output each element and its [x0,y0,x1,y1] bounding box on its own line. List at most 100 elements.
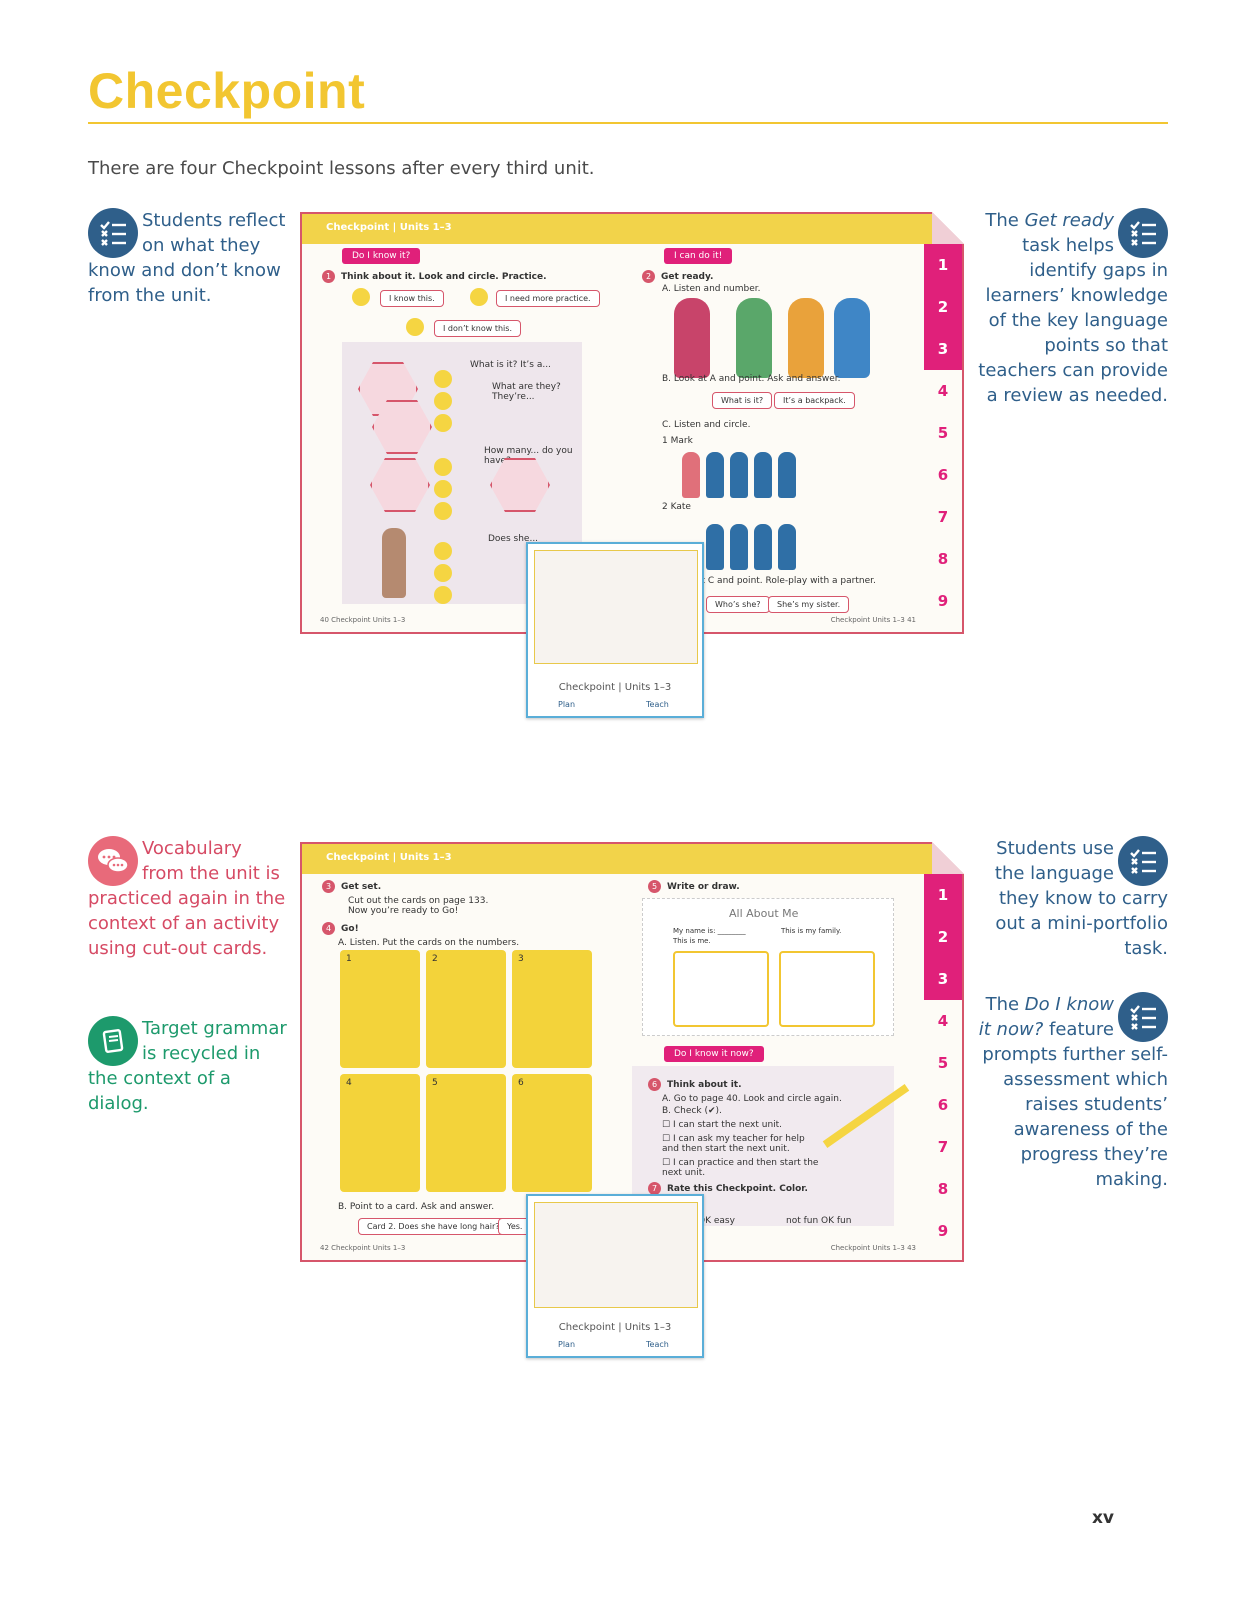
smiley-icon [434,564,452,582]
kid-picture [834,298,870,378]
check-item-2[interactable]: ☐ I can ask my teacher for help and then… [662,1134,805,1154]
card-slot-3: 3 [512,950,592,1068]
intro-text: There are four Checkpoint lessons after … [88,158,595,179]
put-cards-text: A. Listen. Put the cards on the numbers. [338,938,520,948]
band-label: Checkpoint | Units 1–3 [326,852,452,863]
footer-left: 42 Checkpoint Units 1–3 [320,1244,406,1252]
silhouette-picture [730,524,748,570]
card-slot-2: 2 [426,950,506,1068]
smiley-icon [434,414,452,432]
bubble-practice: I need more practice. [496,290,600,307]
my-family-label: This is my family. [781,927,842,935]
check-text: B. Check (✔). [662,1106,722,1116]
point-card-text: B. Point to a card. Ask and answer. [338,1202,495,1212]
smiley-icon [434,392,452,410]
tab-3: 3 [924,958,962,1000]
checklist-icon [88,208,138,258]
write-draw-text: Write or draw. [667,882,740,892]
bubble-backpack: It’s a backpack. [774,392,855,409]
plan-link[interactable]: Plan [558,700,576,709]
silhouette-picture [754,524,772,570]
person-picture [382,528,406,598]
teach-link[interactable]: Teach [646,1340,669,1349]
think-about-text: Think about it. [667,1080,742,1090]
note-portfolio: Students use the language they know to c… [968,836,1168,961]
smiley-icon [406,318,424,336]
kid-picture [736,298,772,378]
card-number: 1 [346,954,352,964]
card-number: 4 [346,1078,352,1088]
note-reflect: Students reflect on what they know and d… [88,208,288,308]
note-do-i-know-em: Do I know it now? [978,994,1114,1040]
tab-4: 4 [937,1012,949,1030]
check-item-1-label: I can start the next unit. [672,1120,783,1130]
tab-9: 9 [937,1222,949,1240]
check-item-1[interactable]: ☐ I can start the next unit. [662,1120,783,1130]
go-text: Go! [341,924,359,934]
tab-4: 4 [937,382,949,400]
this-is-me-label: This is me. [673,937,711,945]
footer-right: Checkpoint Units 1–3 41 [830,616,916,624]
task-1-text: Think about it. Look and circle. Practic… [341,272,547,282]
lesson-thumbnail-2[interactable]: Checkpoint | Units 1–3 Plan Teach [526,1194,704,1358]
smiley-icon [434,458,452,476]
tab-5: 5 [937,1054,949,1072]
teach-link[interactable]: Teach [646,700,669,709]
go-page-text: A. Go to page 40. Look and circle again. [662,1094,842,1104]
drawing-frame [779,951,875,1027]
title-rule [88,122,1168,124]
footer-left: 40 Checkpoint Units 1–3 [320,616,406,624]
note-grammar-text: Target grammar is recycled in the contex… [88,1018,287,1114]
smiley-icon [434,586,452,604]
tab-8: 8 [937,1180,949,1198]
tab-2: 2 [924,916,962,958]
note-reflect-text: Students reflect on what they know and d… [88,210,286,306]
drawing-frame [673,951,769,1027]
question-3: How many... do you have? [484,446,573,466]
note-vocabulary-text: Vocabulary from the unit is practiced ag… [88,838,286,959]
smiley-icon [434,542,452,560]
eraser-picture [372,400,432,454]
silhouette-picture [778,452,796,498]
rate-right-labels: not fun OK fun [786,1216,852,1226]
book-icon [88,1016,138,1066]
bubble-know: I know this. [380,290,444,307]
page-title: Checkpoint [88,63,366,119]
note-do-i-know: The Do I know it now? feature prompts fu… [968,992,1168,1192]
cut-out-text: Cut out the cards on page 133. Now you’r… [348,896,489,916]
portfolio-sheet: All About Me My name is: ________ This i… [642,898,894,1036]
kid-picture [788,298,824,378]
tab-6: 6 [937,1096,949,1114]
check-item-3-label: I can practice and then start the next u… [662,1158,819,1178]
tab-8: 8 [937,550,949,568]
note-get-ready: The Get ready task helps identify gaps i… [968,208,1168,408]
card-number: 3 [518,954,524,964]
question-4: Does she... [488,534,539,544]
smiley-icon [434,480,452,498]
bubble-what: What is it? [712,392,773,409]
page-curl [932,212,964,244]
tab-6: 6 [937,466,949,484]
smiley-icon [470,288,488,306]
smiley-icon [434,502,452,520]
question-1: What is it? It’s a... [470,360,551,370]
lesson-thumbnail-1[interactable]: Checkpoint | Units 1–3 Plan Teach [526,542,704,718]
check-item-3[interactable]: ☐ I can practice and then start the next… [662,1158,819,1178]
rate-left-labels: OK easy [698,1216,735,1226]
bubble-who: Who’s she? [706,596,770,613]
listen-circle: C. Listen and circle. [662,420,751,430]
get-ready-text: Get ready. [661,272,714,282]
card-slot-5: 5 [426,1074,506,1192]
pill-i-can-do: I can do it! [664,248,733,264]
checklist-icon [1118,992,1168,1042]
silhouette-picture [778,524,796,570]
note-get-ready-post: task helps identify gaps in learners’ kn… [978,235,1168,406]
tab-9: 9 [937,592,949,610]
checklist-icon [1118,836,1168,886]
plan-link[interactable]: Plan [558,1340,576,1349]
my-name-label: My name is: ________ [673,927,746,935]
speech-bubbles-icon [88,836,138,886]
